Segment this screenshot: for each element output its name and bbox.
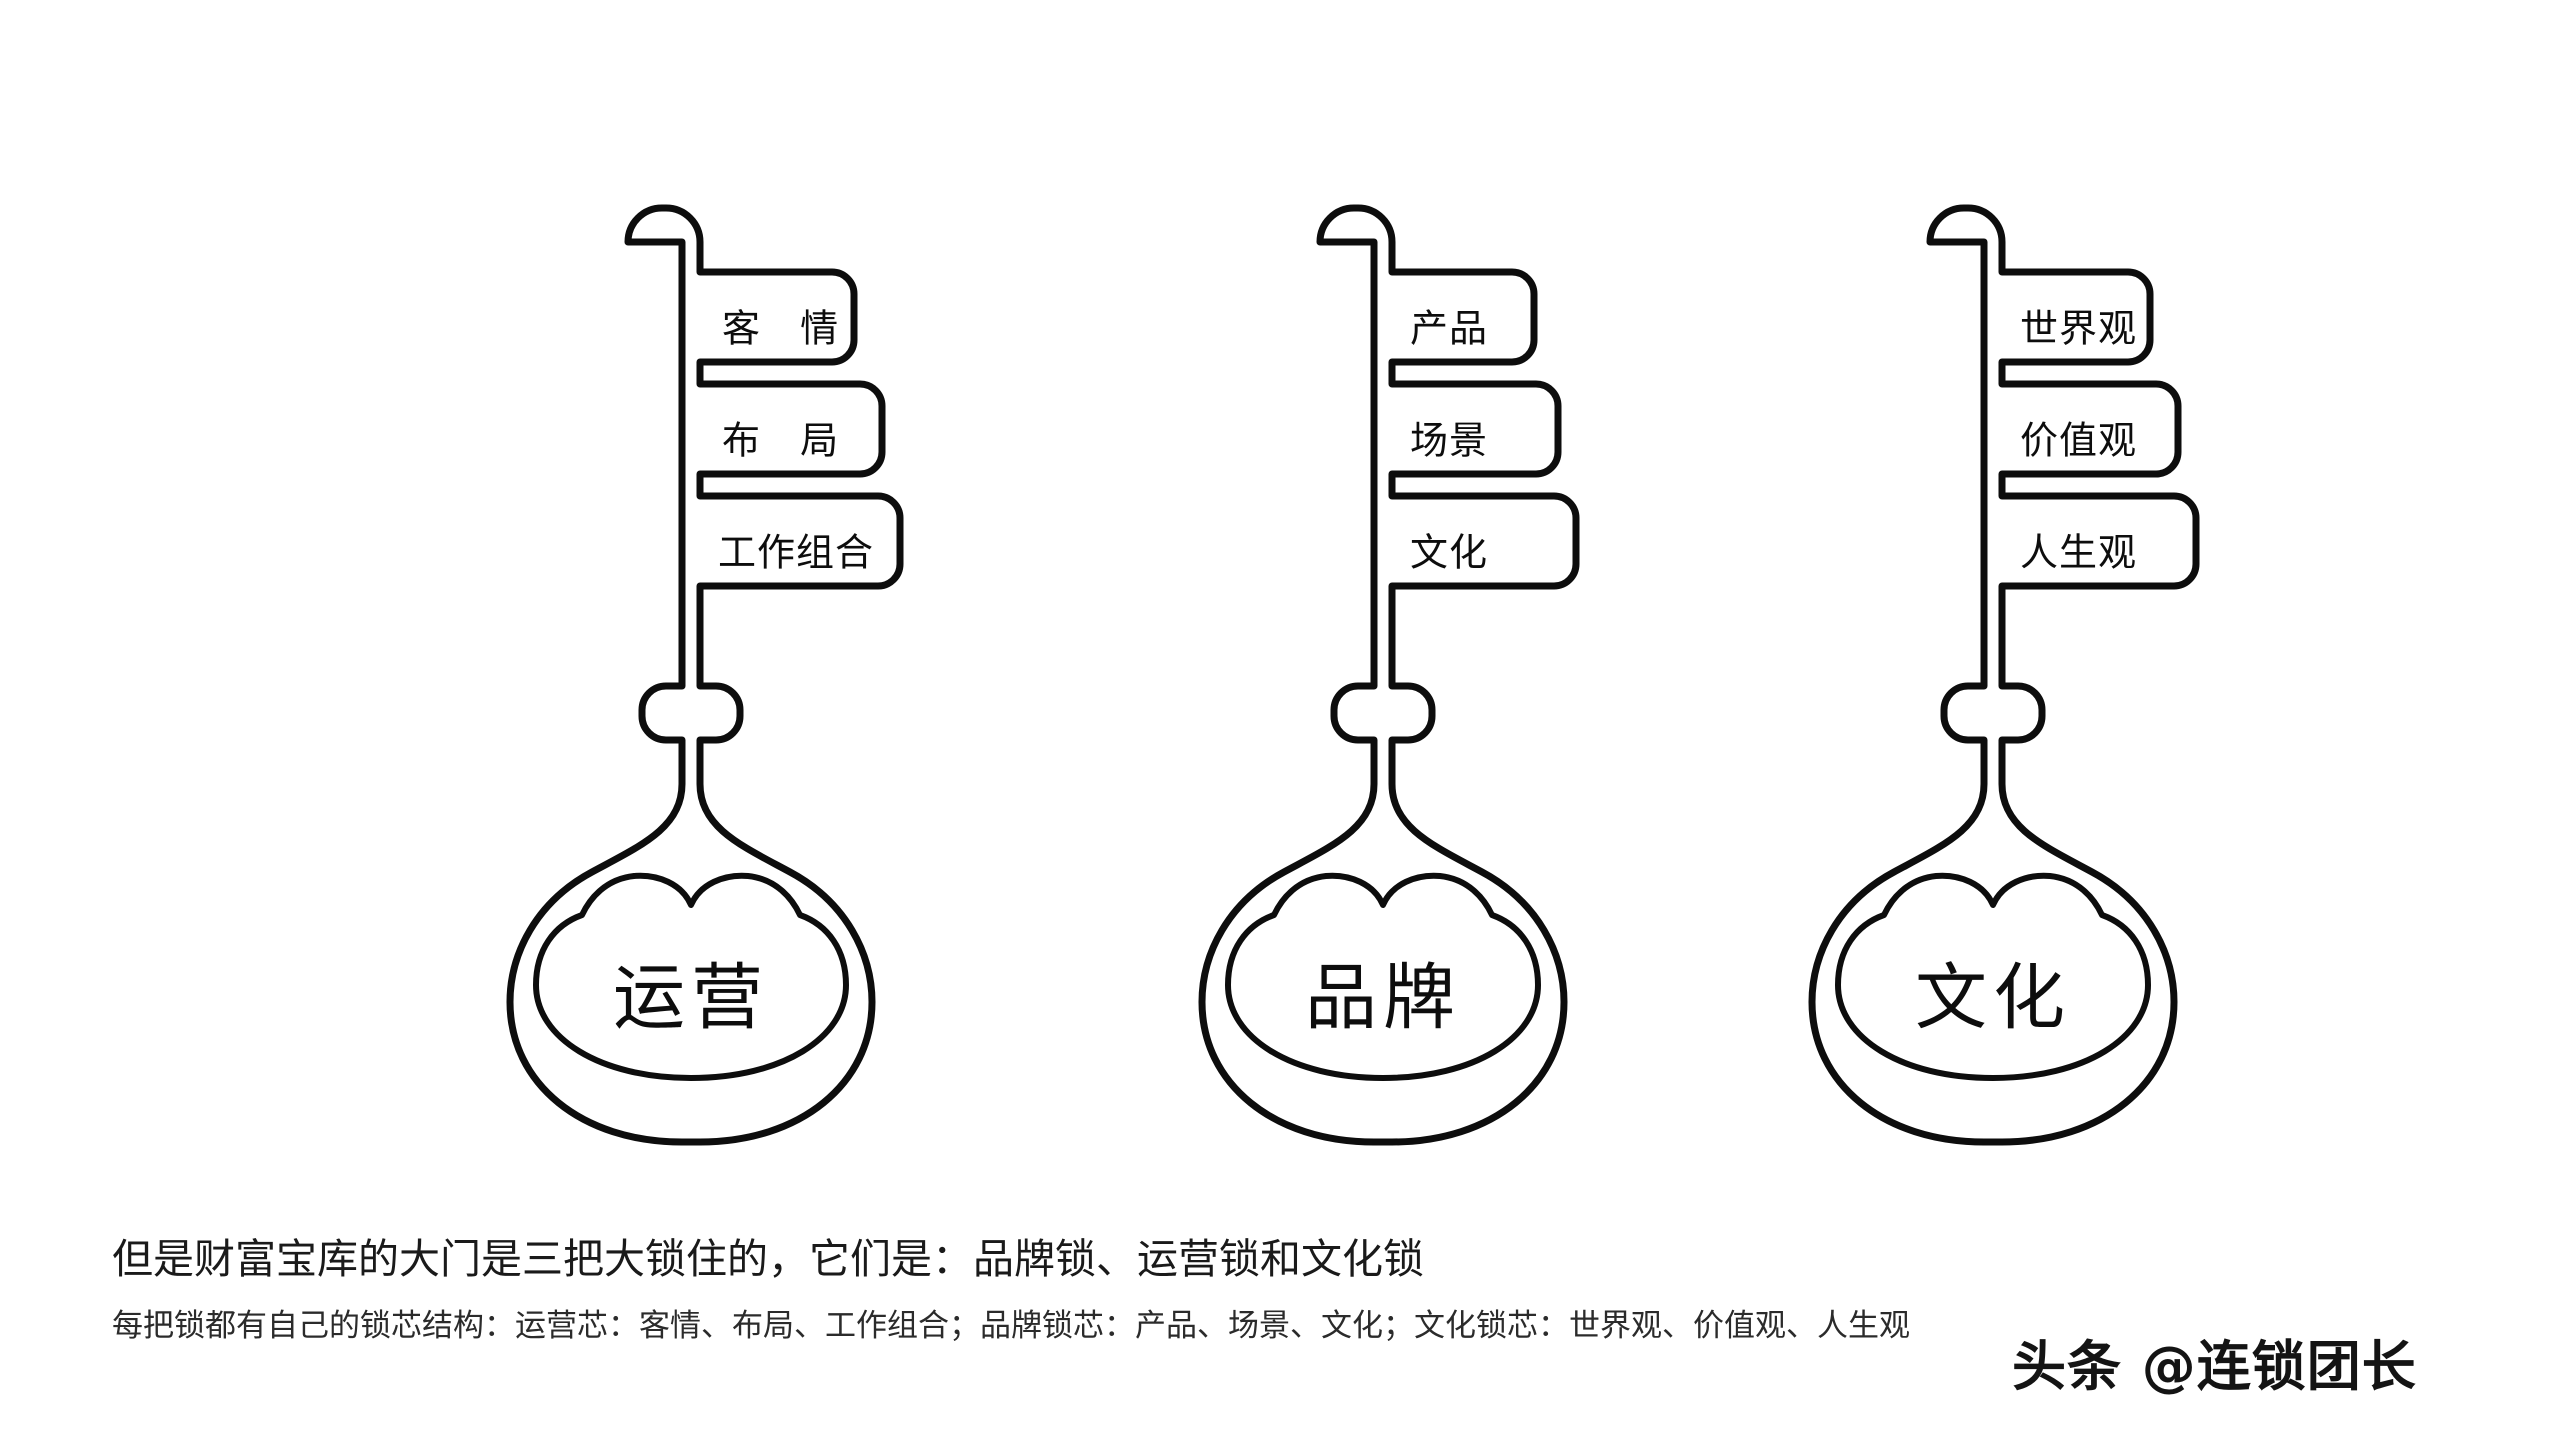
key-operations-bow-label: 运营	[613, 956, 769, 1040]
key-brand: 品牌 产品 场景 文化	[1198, 204, 1580, 1146]
key-brand-tooth-label-2: 场景	[1410, 419, 1488, 463]
key-culture-tooth-label-3: 人生观	[2020, 531, 2137, 575]
caption-block: 但是财富宝库的大门是三把大锁住的，它们是：品牌锁、运营锁和文化锁 每把锁都有自己…	[112, 1232, 2532, 1348]
key-operations-tooth-label-3: 工作组合	[718, 531, 874, 575]
keys-diagram: 运营 客 情 布 局 工作组合 品牌 产品 场景 文化 文化 世界观 价值观 人…	[506, 204, 2200, 1146]
key-culture: 文化 世界观 价值观 人生观	[1808, 204, 2200, 1146]
key-culture-tooth-label-1: 世界观	[2020, 307, 2137, 351]
key-culture-tooth-label-2: 价值观	[2020, 419, 2137, 463]
keys-svg: 运营 客 情 布 局 工作组合 品牌 产品 场景 文化 文化 世界观 价值观 人…	[506, 204, 2200, 1146]
key-brand-tooth-label-1: 产品	[1410, 307, 1488, 351]
key-operations-tooth-label-2: 布 局	[722, 419, 852, 463]
key-operations: 运营 客 情 布 局 工作组合	[506, 204, 904, 1146]
key-brand-bow-label: 品牌	[1305, 956, 1461, 1040]
key-brand-tooth-label-3: 文化	[1410, 531, 1488, 575]
key-culture-bow-inner	[1835, 872, 2151, 1081]
caption-line-1: 但是财富宝库的大门是三把大锁住的，它们是：品牌锁、运营锁和文化锁	[112, 1235, 1424, 1283]
key-culture-bow-label: 文化	[1915, 956, 2071, 1040]
key-brand-bow-inner	[1225, 872, 1541, 1081]
key-operations-tooth-label-1: 客 情	[722, 307, 852, 351]
caption-line-2: 每把锁都有自己的锁芯结构：运营芯：客情、布局、工作组合；品牌锁芯：产品、场景、文…	[112, 1308, 1910, 1344]
key-operations-bow-inner	[533, 872, 849, 1081]
